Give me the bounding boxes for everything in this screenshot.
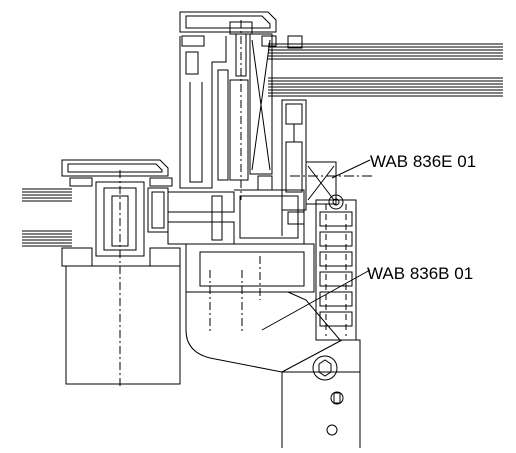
- label-wab-836b-01: WAB 836B 01: [367, 264, 473, 283]
- vertical-mullion: [179, 33, 273, 191]
- leader-line-bottom: [261, 269, 371, 331]
- bottom-bracket-box: [185, 243, 315, 332]
- top-frame-cap: [179, 11, 303, 200]
- hinge-chain: [315, 194, 357, 341]
- right-sash-profile: [281, 99, 337, 225]
- label-wab-836e-01: WAB 836E 01: [370, 152, 476, 171]
- leader-line-top: [331, 159, 371, 179]
- left-window-frame: [61, 159, 181, 388]
- angled-bracket-arm: [185, 291, 361, 448]
- horizontal-transom: [167, 189, 305, 245]
- left-glass-panel: [22, 188, 72, 247]
- right-glass-panel: [268, 43, 503, 97]
